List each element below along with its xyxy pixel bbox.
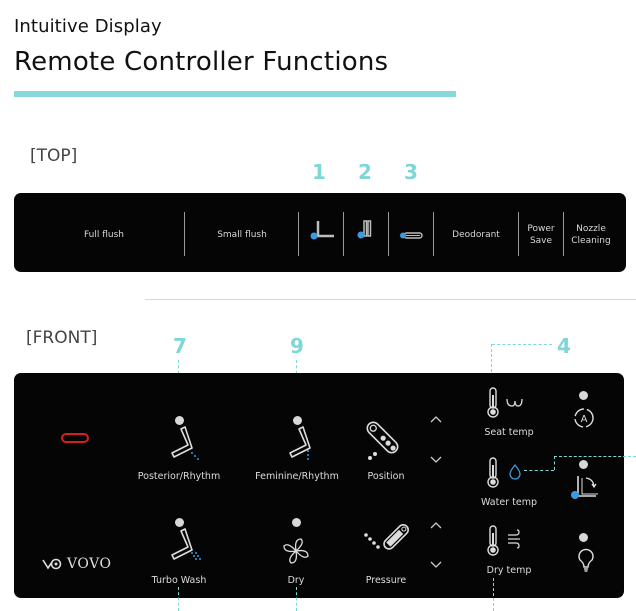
deodorant-button[interactable]: Deodorant <box>452 230 500 240</box>
seat-icon <box>506 398 523 407</box>
brand-name: VOVO <box>67 556 112 572</box>
feminine-button[interactable]: Feminine/Rhythm <box>252 413 342 488</box>
callout-4: 4 <box>557 334 571 358</box>
power-save-label-line2: Save <box>529 236 553 246</box>
dry-temp-label: Dry temp <box>486 565 532 576</box>
subtitle: Intuitive Display <box>14 16 162 37</box>
position-button[interactable]: Position <box>356 413 416 488</box>
water-temp-label: Water temp <box>481 497 537 508</box>
thermometer-icon <box>487 457 521 488</box>
callout-1: 1 <box>312 160 326 184</box>
front-control-panel: VOVO Posterior/Rhythm Feminine/Rhythm Po… <box>14 373 624 598</box>
indicator-dot <box>293 416 302 425</box>
pressure-button[interactable]: Pressure <box>356 515 416 590</box>
feminine-label: Feminine/Rhythm <box>255 471 339 482</box>
indicator-dot <box>175 518 184 527</box>
nozzle-retract-button[interactable] <box>566 458 606 503</box>
divider <box>298 212 299 256</box>
nozzle-posterior-icon <box>310 221 334 240</box>
power-save-button[interactable]: Power Save <box>520 223 562 247</box>
turbo-wash-seat-icon <box>171 528 201 560</box>
position-nozzle-icon <box>366 421 399 460</box>
divider <box>518 212 519 256</box>
nozzle-2-button[interactable] <box>349 213 389 253</box>
pressure-up-chevron-icon[interactable] <box>429 521 443 531</box>
posterior-button[interactable]: Posterior/Rhythm <box>134 413 224 488</box>
posterior-label: Posterior/Rhythm <box>137 471 221 482</box>
thermometer-icon <box>487 525 520 556</box>
pressure-nozzle-icon <box>364 524 409 550</box>
callout-7: 7 <box>173 334 187 358</box>
nozzle-3-button[interactable] <box>394 213 434 253</box>
leader-line <box>493 578 494 611</box>
vovo-logo-icon <box>42 558 62 570</box>
wind-icon <box>508 529 520 549</box>
feminine-seat-icon <box>289 426 311 460</box>
front-section-label: [FRONT] <box>26 328 98 348</box>
light-bulb-icon <box>578 548 594 572</box>
pressure-label: Pressure <box>365 575 407 586</box>
water-drop-icon <box>509 463 521 480</box>
nozzle-cleaning-button[interactable]: Nozzle Cleaning <box>566 223 616 247</box>
divider <box>563 212 564 256</box>
seat-temp-label: Seat temp <box>484 427 534 438</box>
dry-button[interactable]: Dry <box>266 515 326 590</box>
nightlight-button[interactable] <box>569 531 599 579</box>
indicator-dot <box>579 391 588 400</box>
brand-logo: VOVO <box>42 556 111 572</box>
nozzle-1-button[interactable] <box>304 213 344 253</box>
leader-line <box>491 344 492 382</box>
leader-line <box>554 456 636 457</box>
position-up-chevron-icon[interactable] <box>429 415 443 425</box>
power-save-label-line1: Power <box>527 224 555 234</box>
full-flush-button[interactable]: Full flush <box>83 230 125 240</box>
top-section-label: [TOP] <box>30 146 78 166</box>
turbo-wash-label: Turbo Wash <box>151 575 207 586</box>
thermometer-icon <box>487 387 523 418</box>
stop-button[interactable] <box>61 433 89 443</box>
leader-line <box>524 470 554 471</box>
small-flush-button[interactable]: Small flush <box>217 230 267 240</box>
callout-2: 2 <box>358 160 372 184</box>
top-control-panel: Full flush Small flush Deodorant Power S… <box>14 193 626 272</box>
indicator-dot <box>579 533 588 542</box>
water-temp-button[interactable]: Water temp <box>474 453 544 513</box>
leader-line <box>492 344 552 345</box>
page-title: Remote Controller Functions <box>14 47 389 77</box>
accent-underline <box>14 91 456 97</box>
position-down-chevron-icon[interactable] <box>429 455 443 465</box>
turbo-wash-button[interactable]: Turbo Wash <box>134 515 224 590</box>
auto-label: A <box>581 414 588 425</box>
callout-9: 9 <box>290 334 304 358</box>
nozzle-retract-icon <box>571 476 598 499</box>
auto-cycle-icon: A <box>574 408 594 428</box>
section-divider <box>145 299 636 300</box>
auto-button[interactable]: A <box>569 389 599 437</box>
nozzle-cleaning-label-line2: Cleaning <box>571 236 611 246</box>
nozzle-wash-icon <box>400 232 423 239</box>
pressure-down-chevron-icon[interactable] <box>429 560 443 570</box>
leader-line <box>296 587 297 611</box>
nozzle-cleaning-label-line1: Nozzle <box>576 224 606 234</box>
leader-line <box>178 587 179 611</box>
nozzle-feminine-icon <box>357 220 372 239</box>
indicator-dot <box>579 460 588 469</box>
dry-temp-button[interactable]: Dry temp <box>474 521 544 581</box>
divider <box>388 212 389 256</box>
callout-3: 3 <box>404 160 418 184</box>
posterior-seat-icon <box>171 426 199 460</box>
position-label: Position <box>367 471 405 482</box>
indicator-dot <box>292 518 301 527</box>
divider <box>184 212 185 256</box>
leader-line <box>554 456 555 470</box>
divider <box>343 212 344 256</box>
fan-icon <box>283 538 309 564</box>
divider <box>433 212 434 256</box>
dry-label: Dry <box>287 575 305 586</box>
indicator-dot <box>175 416 184 425</box>
seat-temp-button[interactable]: Seat temp <box>474 383 544 443</box>
